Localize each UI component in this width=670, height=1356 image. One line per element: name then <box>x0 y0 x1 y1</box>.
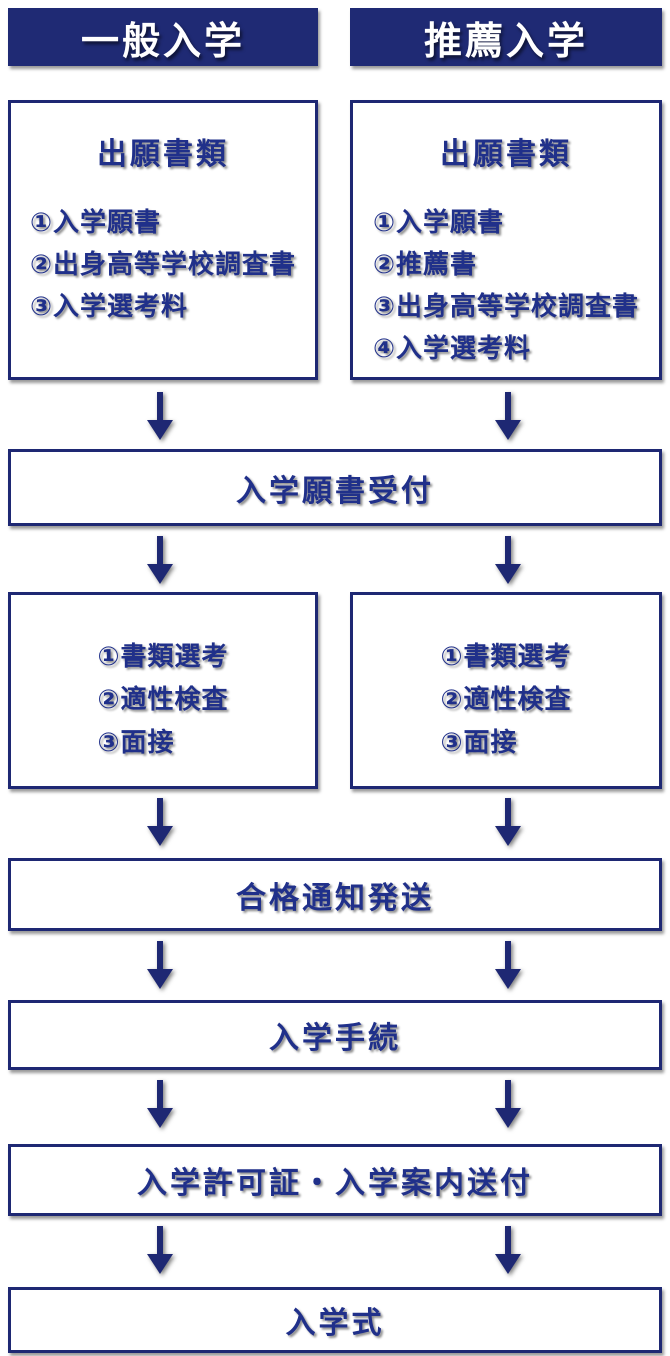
step-enrollment-procedure: 入学手続 <box>8 1000 662 1070</box>
documents-title: 出願書類 <box>440 138 572 171</box>
down-arrow-icon <box>495 941 521 989</box>
down-arrow-icon <box>147 536 173 584</box>
screening-list-recommended: ①書類選考 ②適性検査 ③面接 <box>440 635 571 764</box>
document-item: ②出身高等学校調査書 <box>29 249 296 279</box>
documents-box-general: 出願書類 ①入学願書 ②出身高等学校調査書 ③入学選考料 <box>8 100 318 380</box>
screening-box-recommended: ①書類選考 ②適性検査 ③面接 <box>350 592 662 789</box>
down-arrow-icon <box>147 392 173 440</box>
step-entrance-ceremony: 入学式 <box>8 1287 662 1353</box>
down-arrow-icon <box>147 941 173 989</box>
step-enrollment-procedure-label: 入学手続 <box>269 1022 401 1055</box>
step-acceptance-notice: 合格通知発送 <box>8 858 662 931</box>
down-arrow-icon <box>147 1080 173 1128</box>
step-entrance-ceremony-label: 入学式 <box>285 1307 385 1340</box>
document-item: ③出身高等学校調査書 <box>372 291 639 321</box>
down-arrow-icon <box>495 392 521 440</box>
step-acceptance-notice-label: 合格通知発送 <box>236 881 434 915</box>
down-arrow-icon <box>495 1226 521 1274</box>
down-arrow-icon <box>495 536 521 584</box>
document-item: ①入学願書 <box>29 207 161 237</box>
screening-item: ①書類選考 <box>97 641 229 671</box>
step-permit-and-guide: 入学許可証・入学案内送付 <box>8 1144 662 1216</box>
document-item: ④入学選考料 <box>372 333 531 363</box>
screening-item: ③面接 <box>440 727 518 757</box>
step-application-reception: 入学願書受付 <box>8 449 662 526</box>
screening-list-general: ①書類選考 ②適性検査 ③面接 <box>97 635 228 764</box>
step-application-reception-label: 入学願書受付 <box>236 474 434 508</box>
document-item: ①入学願書 <box>372 207 504 237</box>
screening-item: ②適性検査 <box>97 684 229 714</box>
documents-list-general: ①入学願書 ②出身高等学校調査書 ③入学選考料 <box>30 201 296 327</box>
header-general-admission: 一般入学 <box>8 8 318 66</box>
screening-item: ③面接 <box>97 727 175 757</box>
documents-title: 出願書類 <box>97 138 229 171</box>
down-arrow-icon <box>495 798 521 846</box>
screening-item: ①書類選考 <box>440 641 572 671</box>
screening-box-general: ①書類選考 ②適性検査 ③面接 <box>8 592 318 789</box>
down-arrow-icon <box>147 1226 173 1274</box>
header-recommended-admission-label: 推薦入学 <box>423 20 588 63</box>
header-general-admission-label: 一般入学 <box>80 20 245 63</box>
documents-list-recommended: ①入学願書 ②推薦書 ③出身高等学校調査書 ④入学選考料 <box>373 201 639 369</box>
screening-item: ②適性検査 <box>440 684 572 714</box>
down-arrow-icon <box>147 798 173 846</box>
step-permit-and-guide-label: 入学許可証・入学案内送付 <box>137 1167 533 1200</box>
header-recommended-admission: 推薦入学 <box>350 8 662 66</box>
down-arrow-icon <box>495 1080 521 1128</box>
document-item: ③入学選考料 <box>29 291 188 321</box>
documents-box-recommended: 出願書類 ①入学願書 ②推薦書 ③出身高等学校調査書 ④入学選考料 <box>350 100 662 380</box>
document-item: ②推薦書 <box>372 249 477 279</box>
